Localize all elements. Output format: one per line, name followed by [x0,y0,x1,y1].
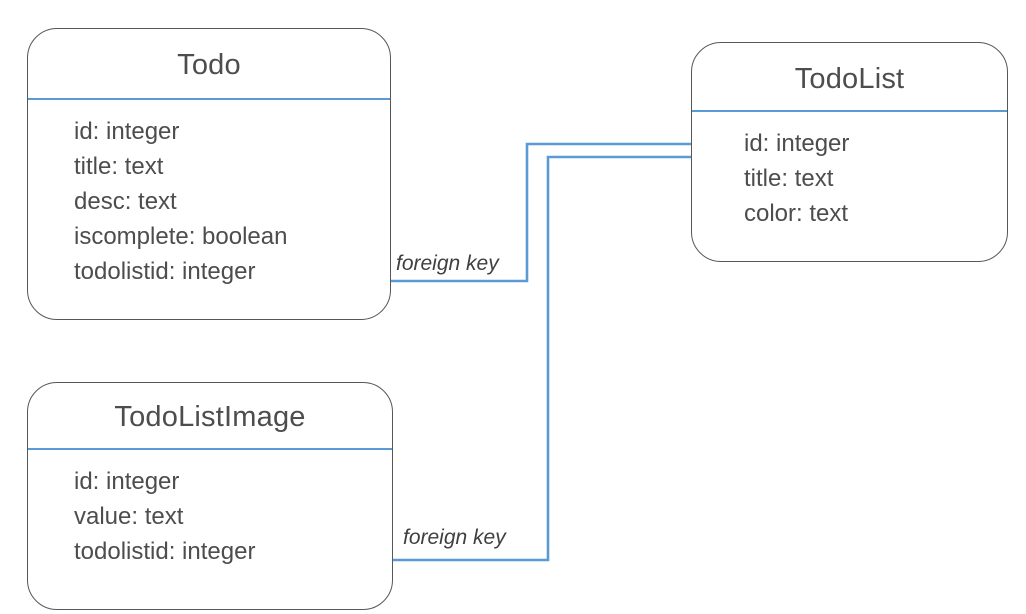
field-row: todolistid: integer [74,538,256,565]
field-row: iscomplete: boolean [74,223,288,250]
entity-todo-title: Todo [177,49,241,81]
field-row: id: integer [74,468,180,495]
relationship-label-todolistimage-to-todolist: foreign key [403,526,506,549]
field-row: id: integer [74,118,180,145]
entity-todo[interactable]: Todo id: integer title: text desc: text … [27,28,391,320]
entity-todolist-fields: id: integer title: text color: text [692,112,1007,231]
entity-todo-divider [28,98,390,100]
field-row: title: text [744,165,834,192]
entity-todolist-divider [692,110,1007,112]
entity-todolist-title: TodoList [794,63,905,95]
entity-todolistimage-title: TodoListImage [114,401,306,433]
field-row: color: text [744,200,849,227]
entity-todolist[interactable]: TodoList id: integer title: text color: … [691,42,1008,262]
entity-todo-fields: id: integer title: text desc: text iscom… [28,100,390,289]
field-row: value: text [74,503,184,530]
field-row: desc: text [74,188,177,215]
field-row: title: text [74,153,164,180]
relationship-label-todo-to-todolist: foreign key [396,252,499,275]
entity-todolistimage-fields: id: integer value: text todolistid: inte… [28,450,392,569]
field-row: todolistid: integer [74,258,256,285]
field-row: id: integer [744,130,850,157]
entity-todolistimage[interactable]: TodoListImage id: integer value: text to… [27,382,393,610]
entity-todolistimage-divider [28,448,392,450]
